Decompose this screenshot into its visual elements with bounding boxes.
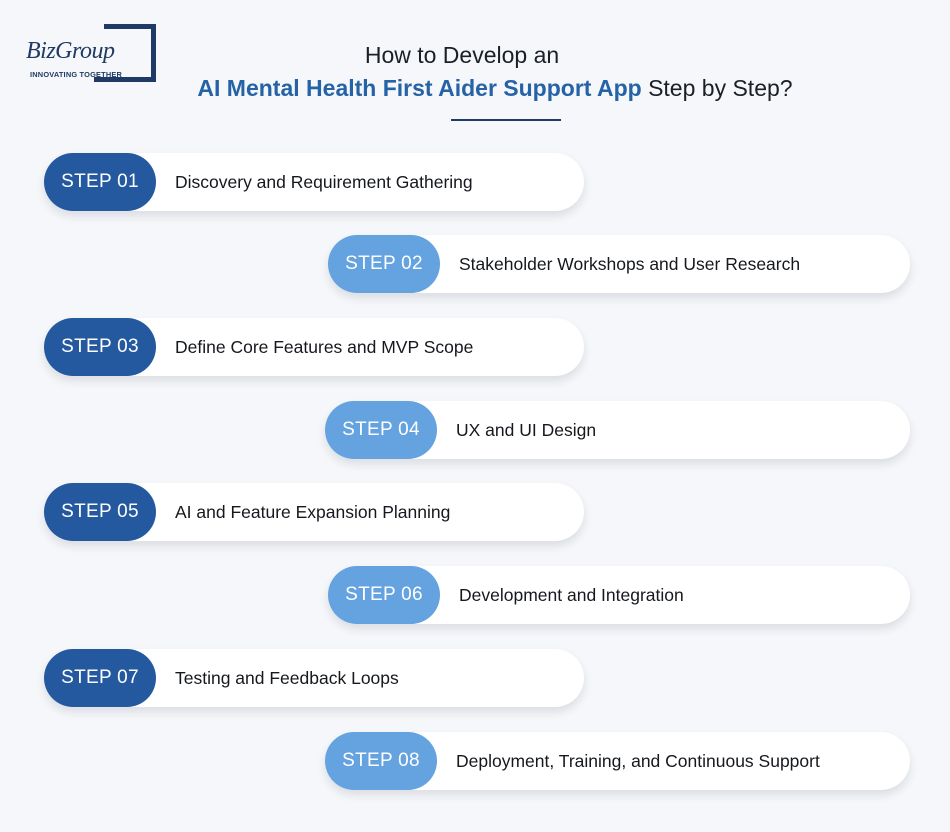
logo-tagline: INNOVATING TOGETHER bbox=[30, 70, 123, 79]
step-01: STEP 01 Discovery and Requirement Gather… bbox=[44, 153, 584, 211]
step-02: STEP 02 Stakeholder Workshops and User R… bbox=[328, 235, 910, 293]
step-03: STEP 03 Define Core Features and MVP Sco… bbox=[44, 318, 584, 376]
step-badge: STEP 01 bbox=[44, 153, 156, 211]
title-divider bbox=[451, 119, 561, 121]
title-highlight: AI Mental Health First Aider Support App bbox=[197, 75, 642, 101]
step-label: Discovery and Requirement Gathering bbox=[175, 171, 473, 192]
step-label: Development and Integration bbox=[459, 584, 684, 605]
step-label: AI and Feature Expansion Planning bbox=[175, 501, 451, 522]
step-badge: STEP 02 bbox=[328, 235, 440, 293]
step-badge: STEP 08 bbox=[325, 732, 437, 790]
step-badge: STEP 06 bbox=[328, 566, 440, 624]
step-07: STEP 07 Testing and Feedback Loops bbox=[44, 649, 584, 707]
step-badge: STEP 03 bbox=[44, 318, 156, 376]
step-badge: STEP 07 bbox=[44, 649, 156, 707]
step-label: Define Core Features and MVP Scope bbox=[175, 336, 474, 357]
step-08: STEP 08 Deployment, Training, and Contin… bbox=[325, 732, 910, 790]
step-label: UX and UI Design bbox=[456, 419, 597, 440]
logo-wordmark: BizGroup bbox=[26, 38, 117, 65]
title-line-2: AI Mental Health First Aider Support App… bbox=[40, 75, 950, 102]
page-title: How to Develop an AI Mental Health First… bbox=[0, 42, 950, 102]
step-04: STEP 04 UX and UI Design bbox=[325, 401, 910, 459]
title-line-1: How to Develop an bbox=[364, 42, 560, 68]
step-label: Testing and Feedback Loops bbox=[175, 667, 399, 688]
step-06: STEP 06 Development and Integration bbox=[328, 566, 910, 624]
step-05: STEP 05 AI and Feature Expansion Plannin… bbox=[44, 483, 584, 541]
bizgroup-logo: BizGroup INNOVATING TOGETHER bbox=[22, 24, 156, 82]
step-badge: STEP 04 bbox=[325, 401, 437, 459]
step-badge: STEP 05 bbox=[44, 483, 156, 541]
title-rest: Step by Step? bbox=[641, 75, 793, 101]
step-label: Deployment, Training, and Continuous Sup… bbox=[456, 750, 820, 771]
step-label: Stakeholder Workshops and User Research bbox=[459, 253, 801, 274]
logo-frame bbox=[94, 24, 156, 82]
